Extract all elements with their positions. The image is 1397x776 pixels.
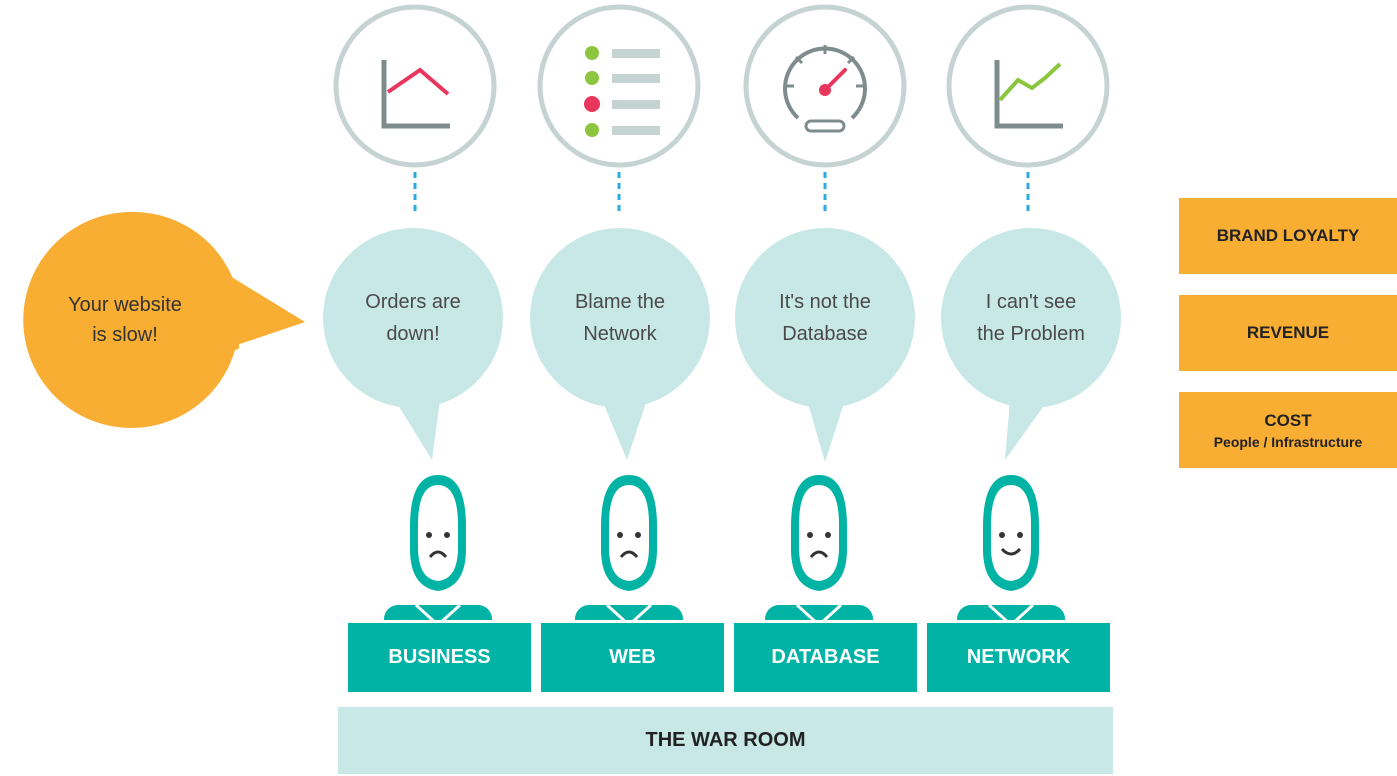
dept-network: NETWORK xyxy=(927,623,1110,692)
impact-title: COST xyxy=(1264,410,1312,430)
speech-line1: I can't see xyxy=(985,291,1077,313)
speech-text-database: It's not the Database xyxy=(735,286,915,350)
impact-title: BRAND LOYALTY xyxy=(1216,226,1360,245)
customer-complaint: Your website is slow! xyxy=(40,290,210,350)
speedometer-icon xyxy=(743,4,907,168)
speech-line1: Orders are xyxy=(365,291,461,313)
impact-subtitle: People / Infrastructure xyxy=(1213,433,1363,450)
team-members xyxy=(382,473,1067,620)
person-business xyxy=(382,473,494,620)
dept-database: DATABASE xyxy=(734,623,917,692)
monitoring-tools xyxy=(333,4,1110,214)
impact-title: REVENUE xyxy=(1246,323,1330,342)
line-chart-down-icon xyxy=(333,4,497,168)
speech-line2: the Problem xyxy=(977,323,1085,345)
customer-speech-bubble xyxy=(23,211,239,428)
speech-bubble-network xyxy=(941,228,1121,460)
status-list-icon xyxy=(537,4,701,168)
speech-text-web: Blame the Network xyxy=(530,286,710,350)
person-database xyxy=(763,473,875,620)
person-web xyxy=(573,473,685,620)
speech-bubble-database xyxy=(735,228,915,462)
speech-line1: It's not the xyxy=(779,291,871,313)
team-speech-bubbles xyxy=(323,228,1121,462)
customer-complaint-line1: Your website xyxy=(68,294,182,316)
speech-line2: down! xyxy=(386,323,440,345)
person-network xyxy=(955,473,1067,620)
speech-bubble-business xyxy=(323,228,503,460)
war-room-banner: THE WAR ROOM xyxy=(338,707,1113,774)
speech-line2: Network xyxy=(583,323,657,345)
speech-text-business: Orders are down! xyxy=(323,286,503,350)
speech-text-network: I can't see the Problem xyxy=(941,286,1121,350)
impact-brand-loyalty: BRAND LOYALTY xyxy=(1179,198,1397,274)
customer-complaint-line2: is slow! xyxy=(92,324,158,346)
dept-business: BUSINESS xyxy=(348,623,531,692)
dept-web: WEB xyxy=(541,623,724,692)
line-chart-up-icon xyxy=(946,4,1110,168)
speech-line1: Blame the xyxy=(574,291,666,313)
impact-cost: COST People / Infrastructure xyxy=(1179,392,1397,468)
impact-revenue: REVENUE xyxy=(1179,295,1397,371)
speech-line2: Database xyxy=(782,323,868,345)
customer-bubble-tail xyxy=(228,276,305,348)
speech-bubble-web xyxy=(530,228,710,460)
